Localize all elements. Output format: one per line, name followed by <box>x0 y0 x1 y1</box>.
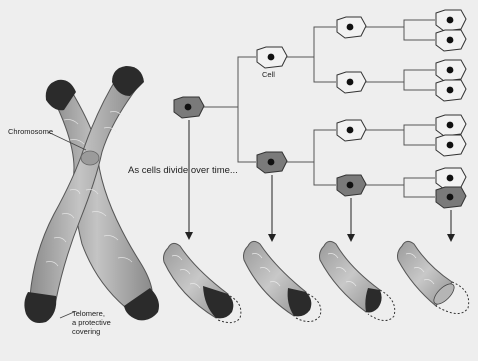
chromosome-label: Chromosome <box>8 127 53 136</box>
cell-gen3-5 <box>436 115 466 136</box>
cell-gen3-4 <box>436 80 466 101</box>
nucleus <box>447 37 454 44</box>
chromosome-segment-1 <box>164 243 241 322</box>
nucleus <box>347 24 354 31</box>
cell-division-caption: As cells divide over time... <box>128 165 238 176</box>
cell-gen3-1 <box>436 10 466 31</box>
cell-gen3-2 <box>436 30 466 51</box>
nucleus <box>447 194 454 201</box>
nucleus <box>347 127 354 134</box>
cell-gen2-a <box>337 17 366 38</box>
cell-gen2-b <box>337 72 366 93</box>
nucleus <box>347 182 354 189</box>
telomere-label-line-2: a protective <box>72 318 142 327</box>
nucleus <box>268 54 275 61</box>
centromere <box>81 151 99 165</box>
nucleus <box>447 17 454 24</box>
telomere-label-line-3: covering <box>72 327 142 336</box>
cell-gen3-6 <box>436 135 466 156</box>
nucleus <box>447 142 454 149</box>
nucleus <box>268 159 275 166</box>
nucleus <box>447 122 454 129</box>
chromosome <box>24 66 159 323</box>
nucleus <box>447 67 454 74</box>
cell-gen2-c <box>337 120 366 141</box>
cell-label: Cell <box>262 70 275 79</box>
telomere-label: Telomere, a protective covering <box>72 309 142 336</box>
cell-root <box>174 97 204 118</box>
chromosome-segment-2 <box>244 241 321 321</box>
nucleus <box>447 87 454 94</box>
nucleus <box>185 104 192 111</box>
cell-gen3-7 <box>436 168 466 189</box>
cell-gen3-8 <box>436 187 466 208</box>
nucleus <box>447 175 454 182</box>
telomere-cap-bottom-left <box>24 292 56 323</box>
telomere-label-line-1: Telomere, <box>72 309 142 318</box>
down-arrows <box>189 120 451 238</box>
telomere-cap <box>365 288 381 313</box>
cell-gen3-3 <box>436 60 466 81</box>
telomere-cap <box>203 286 233 318</box>
chromosome-segment-4 <box>398 241 469 313</box>
chromosome-segment-3 <box>320 241 395 320</box>
cell-gen1-bottom <box>257 152 287 173</box>
nucleus <box>347 79 354 86</box>
cell-gen2-d <box>337 175 366 196</box>
cell-gen1-top <box>257 47 287 68</box>
